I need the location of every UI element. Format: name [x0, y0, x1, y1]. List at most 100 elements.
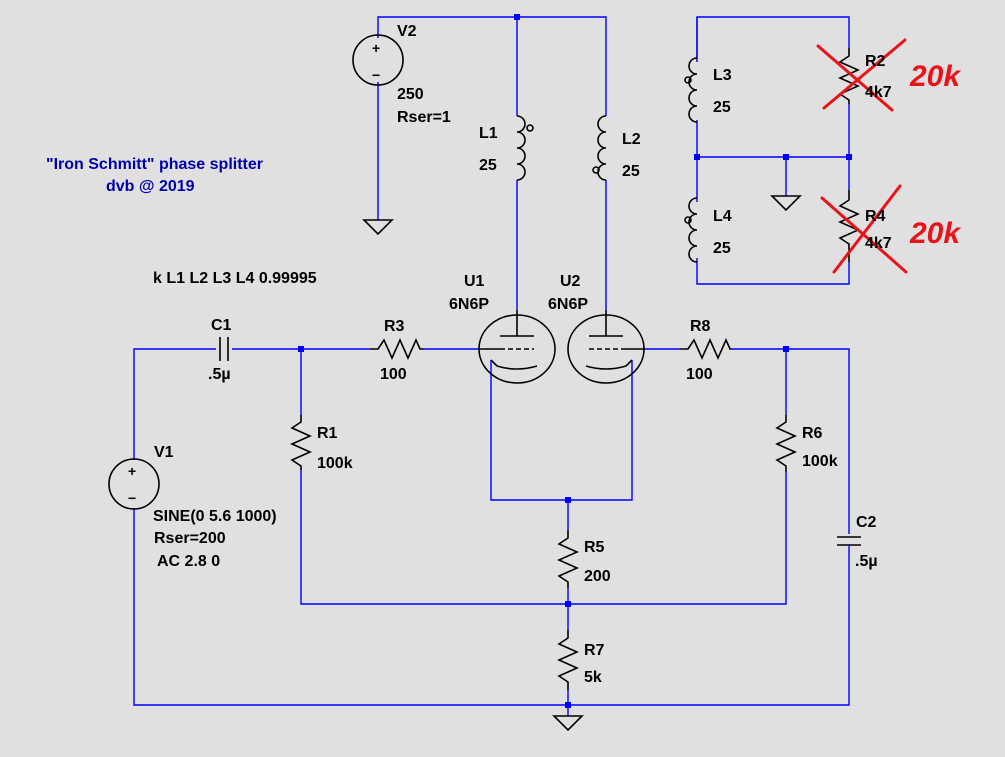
- r4-value: 4k7: [865, 235, 892, 252]
- resistor-r4[interactable]: [838, 190, 860, 262]
- r2-name: R2: [865, 53, 886, 70]
- junction-dot: [565, 702, 571, 708]
- v2-name: V2: [397, 23, 417, 40]
- r4-crossout: [820, 184, 908, 274]
- junction-dot: [694, 154, 700, 160]
- c1-value: .5µ: [208, 366, 231, 383]
- l3-value: 25: [713, 99, 731, 116]
- phase-dot-icon: [684, 216, 692, 224]
- wire-cathodes: [490, 360, 633, 501]
- l3-name: L3: [713, 67, 732, 84]
- v2-source[interactable]: + −: [352, 34, 404, 86]
- v1-value: SINE(0 5.6 1000): [153, 508, 277, 525]
- l2-name: L2: [622, 131, 641, 148]
- v2-rser: Rser=1: [397, 109, 451, 126]
- l1-value: 25: [479, 157, 497, 174]
- capacitor-c1[interactable]: [219, 337, 229, 361]
- resistor-r8[interactable]: [680, 338, 732, 360]
- v1-rser: Rser=200: [154, 530, 226, 547]
- triode-u2[interactable]: [567, 310, 645, 384]
- inductor-l4[interactable]: [684, 197, 698, 263]
- inductor-l3[interactable]: [684, 57, 698, 123]
- r8-value: 100: [686, 366, 713, 383]
- r2-replacement: 20k: [909, 60, 961, 93]
- r6-name: R6: [802, 425, 823, 442]
- wire-sec-bottom: [696, 258, 850, 285]
- r5-name: R5: [584, 539, 605, 556]
- v1-source[interactable]: + −: [108, 458, 160, 510]
- resistor-r2[interactable]: [838, 48, 860, 104]
- r2-crossout: [816, 38, 907, 112]
- inductor-l2[interactable]: [592, 115, 607, 181]
- junction-dot: [514, 14, 520, 20]
- inductor-coil-icon: [688, 57, 698, 123]
- inductor-l1[interactable]: [516, 115, 534, 181]
- inductor-coil-icon: [597, 115, 607, 181]
- u2-value: 6N6P: [548, 296, 588, 313]
- ground-icon: [770, 195, 802, 212]
- c1-name: C1: [211, 317, 232, 334]
- svg-text:+: +: [128, 463, 136, 479]
- resistor-r5[interactable]: [557, 530, 579, 588]
- wire-r8-c2: [732, 348, 850, 534]
- voltage-source-icon: [108, 458, 160, 510]
- v1-ac: AC 2.8 0: [157, 553, 220, 570]
- junction-dot: [783, 346, 789, 352]
- resistor-r1[interactable]: [290, 415, 312, 470]
- title-line1: "Iron Schmitt" phase splitter: [46, 156, 263, 173]
- ground-icon: [362, 219, 394, 236]
- wire-v2-rail: [377, 16, 607, 116]
- wire-r1-bottom: [300, 470, 787, 605]
- v2-value: 250: [397, 86, 424, 103]
- l4-name: L4: [713, 208, 732, 225]
- u1-value: 6N6P: [449, 296, 489, 313]
- l4-value: 25: [713, 240, 731, 257]
- svg-text:−: −: [128, 490, 136, 506]
- triode-u1[interactable]: [478, 310, 556, 384]
- r7-value: 5k: [584, 669, 602, 686]
- r5-value: 200: [584, 568, 611, 585]
- c2-name: C2: [856, 514, 877, 531]
- inductor-coil-icon: [516, 115, 526, 181]
- resistor-r7[interactable]: [557, 630, 579, 690]
- c2-value: .5µ: [855, 553, 878, 570]
- r3-value: 100: [380, 366, 407, 383]
- resistor-r6[interactable]: [775, 415, 797, 472]
- title-line2: dvb @ 2019: [106, 178, 195, 195]
- r8-name: R8: [690, 318, 711, 335]
- l2-value: 25: [622, 163, 640, 180]
- inductor-coil-icon: [688, 197, 698, 263]
- junction-dot: [565, 497, 571, 503]
- phase-dot-icon: [592, 166, 600, 174]
- r7-name: R7: [584, 642, 605, 659]
- junction-dot: [298, 346, 304, 352]
- resistor-r3[interactable]: [370, 338, 424, 360]
- r4-name: R4: [865, 208, 886, 225]
- junction-dot: [846, 154, 852, 160]
- r1-name: R1: [317, 425, 338, 442]
- wires: [133, 16, 850, 716]
- wire-v1-top: [133, 348, 216, 460]
- r4-replacement: 20k: [909, 217, 961, 250]
- ground-icon: [552, 715, 584, 732]
- wire-v1-bottom: [133, 508, 850, 706]
- voltage-source-icon: [352, 34, 404, 86]
- u1-name: U1: [464, 273, 485, 290]
- phase-dot-icon: [684, 76, 692, 84]
- capacitor-c2[interactable]: [837, 536, 861, 570]
- svg-text:+: +: [372, 40, 380, 56]
- r2-value: 4k7: [865, 84, 892, 101]
- u2-name: U2: [560, 273, 581, 290]
- junction-dot: [783, 154, 789, 160]
- svg-text:−: −: [372, 67, 380, 83]
- r3-name: R3: [384, 318, 405, 335]
- l1-name: L1: [479, 125, 498, 142]
- junction-dot: [565, 601, 571, 607]
- phase-dot-icon: [526, 124, 534, 132]
- v1-name: V1: [154, 444, 174, 461]
- junctions: [298, 14, 852, 708]
- coupling-directive: k L1 L2 L3 L4 0.99995: [153, 270, 317, 287]
- r1-value: 100k: [317, 455, 353, 472]
- r6-value: 100k: [802, 453, 838, 470]
